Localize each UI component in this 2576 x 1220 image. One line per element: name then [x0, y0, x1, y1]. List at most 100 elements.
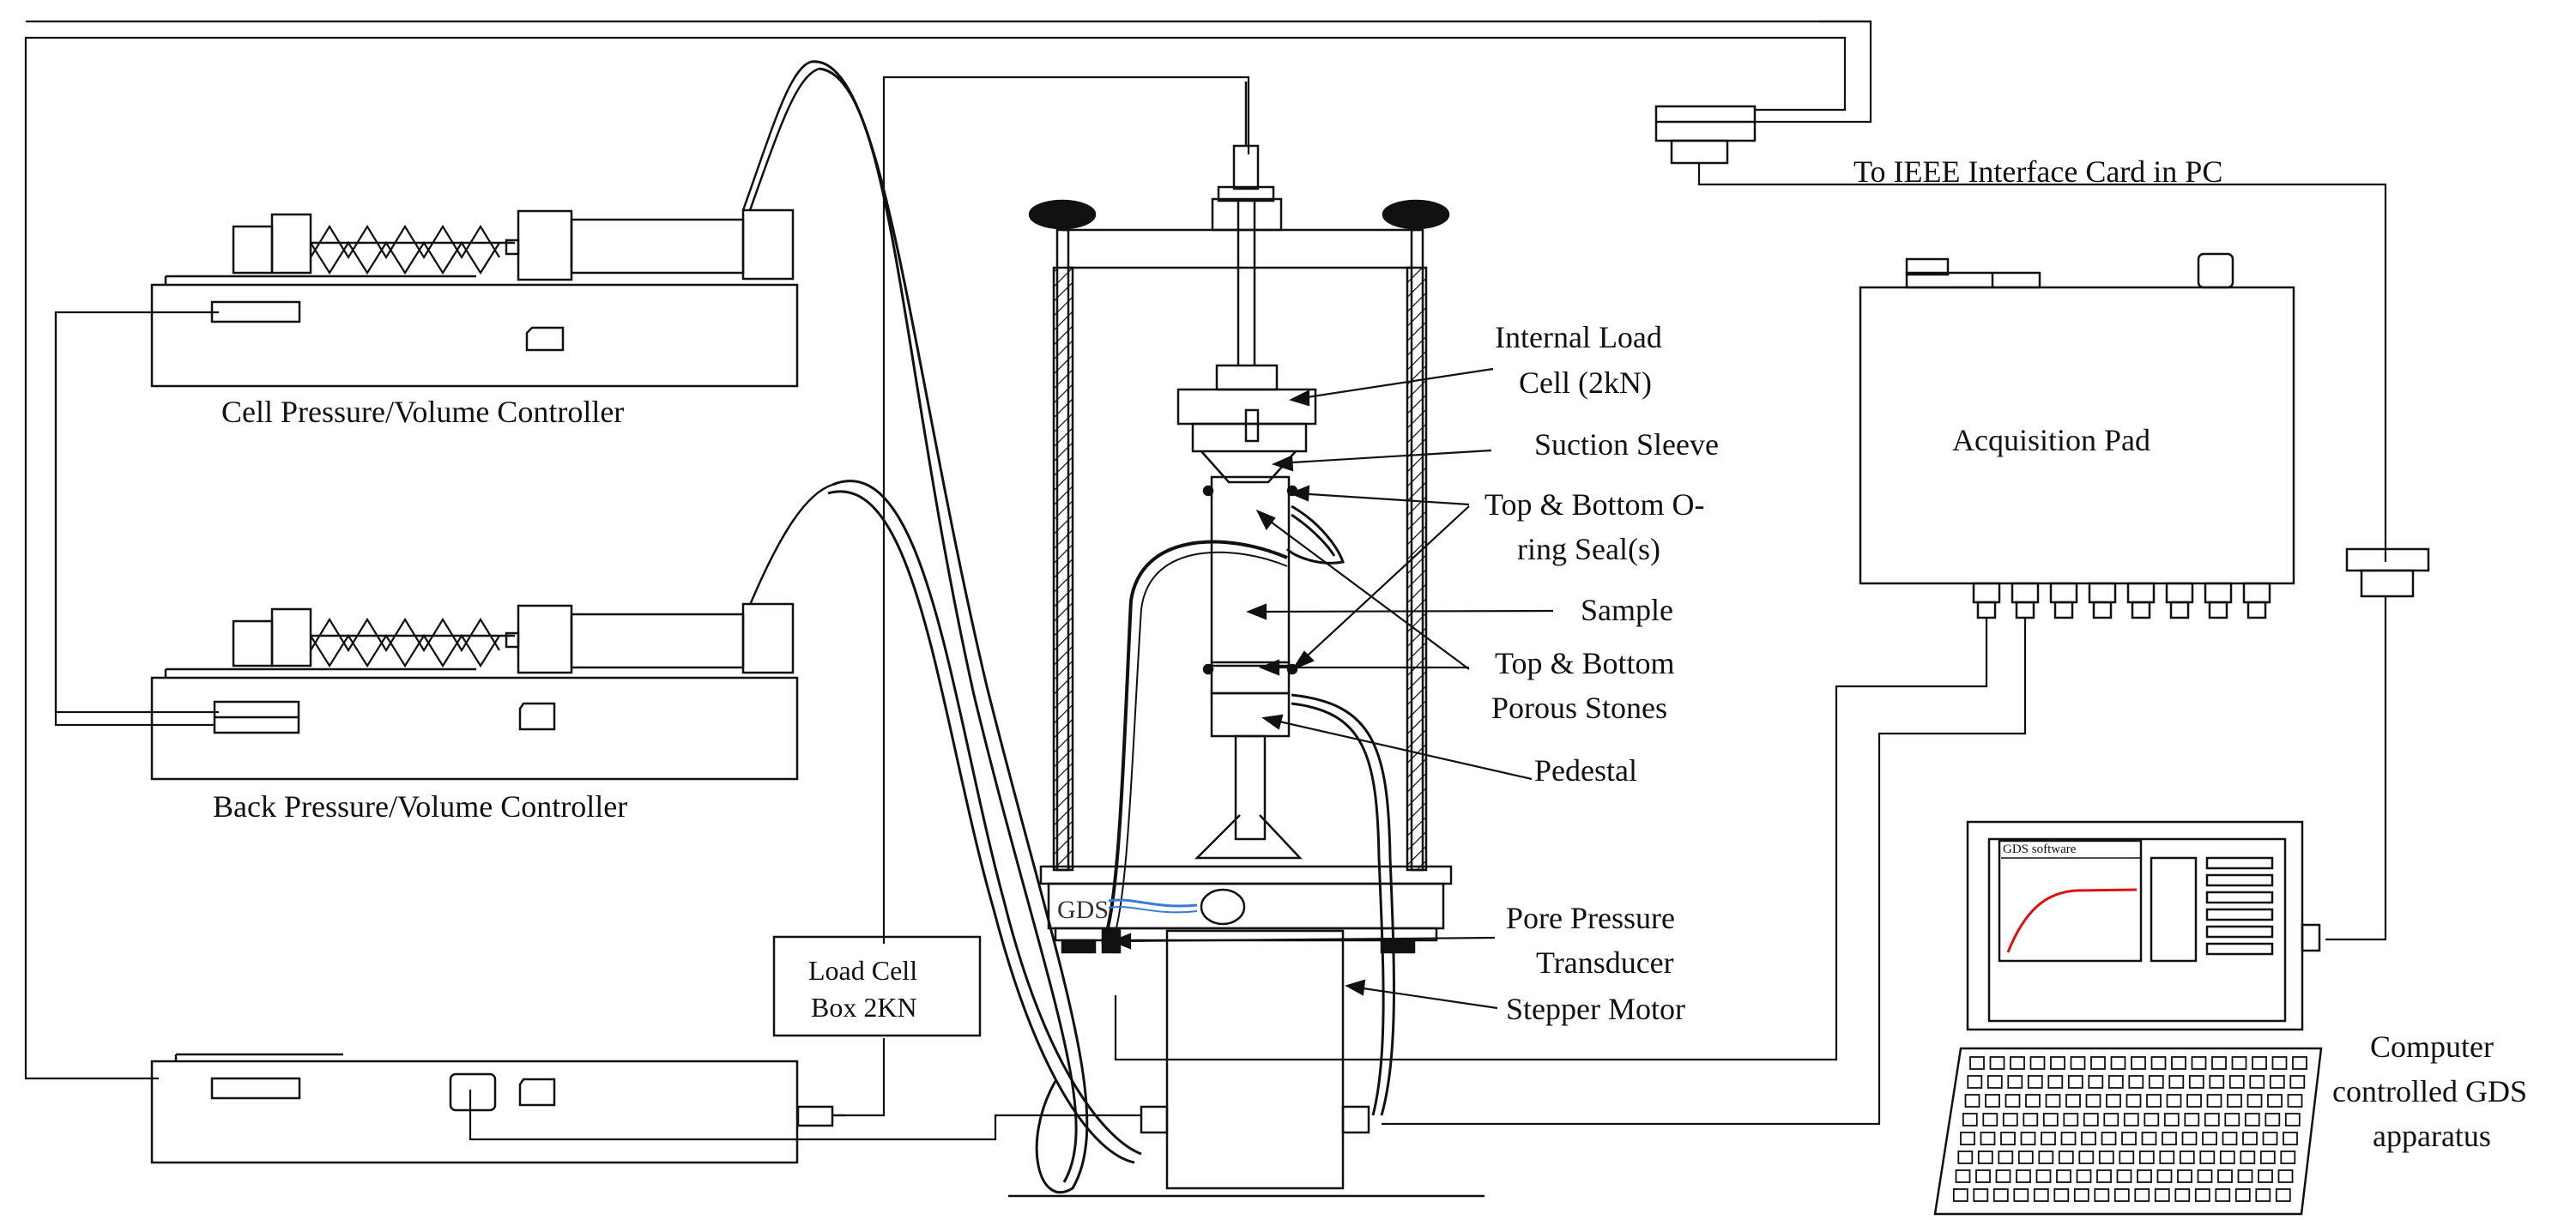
keyboard-key: [2096, 1169, 2112, 1183]
keyboard-key: [2224, 1113, 2240, 1126]
keyboard-key: [1992, 1188, 2009, 1202]
keyboard-key: [2269, 1075, 2285, 1089]
back-controller-label: Back Pressure/Volume Controller: [213, 789, 627, 824]
keyboard-key: [2137, 1169, 2152, 1183]
keyboard-key: [2056, 1169, 2071, 1183]
keyboard-key: [1975, 1169, 1991, 1183]
keyboard-key: [2222, 1132, 2238, 1145]
keyboard-key: [2002, 1113, 2018, 1126]
signal-wiring: [24, 20, 2387, 1141]
keyboard-key: [2070, 1056, 2086, 1070]
keyboard-key: [2134, 1188, 2150, 1202]
cell-controller-label: Cell Pressure/Volume Controller: [221, 395, 624, 429]
computer-line2: controlled GDS: [2332, 1074, 2527, 1108]
keyboard-key: [2265, 1113, 2281, 1126]
keyboard-key: [2085, 1094, 2101, 1108]
keyboard-key: [2171, 1056, 2186, 1070]
internal-load-cell-line2: Cell (2kN): [1519, 365, 1652, 400]
keyboard-key: [2258, 1169, 2273, 1183]
keyboard-key: [1977, 1151, 1993, 1164]
keyboard-key: [2126, 1094, 2142, 1108]
load-cell-box: Load Cell Box 2KN: [772, 935, 982, 1037]
keyboard-key: [2234, 1188, 2251, 1202]
keyboard-key: [2249, 1075, 2265, 1089]
load-cell-box-line1: Load Cell: [808, 955, 917, 986]
computer-line3: apparatus: [2373, 1119, 2491, 1153]
keyboard-key: [2141, 1132, 2157, 1145]
keyboard-key: [2073, 1188, 2089, 1202]
suction-sleeve-label: Suction Sleeve: [1534, 427, 1719, 462]
keyboard-key: [2090, 1056, 2106, 1070]
keyboard-key: [1998, 1151, 2014, 1164]
keyboard-key: [2038, 1151, 2054, 1164]
keyboard-key: [2148, 1075, 2164, 1089]
keyboard-key: [2284, 1113, 2301, 1126]
acquisition-pad-label: Acquisition Pad: [1952, 423, 2150, 457]
keyboard-key: [2094, 1188, 2110, 1202]
keyboard-key: [1964, 1094, 1980, 1108]
keyboard-key: [2035, 1169, 2052, 1183]
computer: GDS software: [1933, 820, 2323, 1216]
keyboard-key: [2246, 1094, 2263, 1108]
cell-pressure-controller: Cell Pressure/Volume Controller: [150, 60, 820, 429]
keyboard-key: [2045, 1094, 2061, 1108]
keyboard-key: [2033, 1188, 2049, 1202]
keyboard-key: [2144, 1113, 2160, 1126]
keyboard-key: [2262, 1132, 2278, 1145]
keyboard-key: [2287, 1094, 2303, 1108]
keyboard-key: [2206, 1094, 2222, 1108]
keyboard-key: [2159, 1151, 2175, 1164]
keyboard-key: [2179, 1151, 2195, 1164]
keyboard-key: [2252, 1056, 2267, 1070]
ieee-connector: To IEEE Interface Card in PC: [1654, 105, 2222, 189]
keyboard-key: [1960, 1132, 1975, 1145]
keyboard-key: [1989, 1056, 2005, 1070]
keyboard-key: [2197, 1169, 2213, 1183]
keyboard-key: [2106, 1094, 2121, 1108]
keyboard-key: [2010, 1056, 2025, 1070]
load-cell-box-line2: Box 2KN: [811, 992, 917, 1023]
triaxial-cell: GDS: [1008, 82, 1485, 1198]
gds-base-label: GDS: [1057, 896, 1109, 924]
keyboard-key: [2202, 1132, 2217, 1145]
keyboard-key: [1967, 1075, 1983, 1089]
keyboard-key: [2078, 1151, 2095, 1164]
keyboard-key: [2017, 1151, 2034, 1164]
internal-load-cell-line1: Internal Load: [1495, 320, 1662, 354]
keyboard-key: [2184, 1113, 2200, 1126]
keyboard-key: [2166, 1094, 2182, 1108]
keyboard-key: [2098, 1151, 2114, 1164]
keyboard-key: [2275, 1188, 2291, 1202]
keyboard-key: [2029, 1056, 2046, 1070]
keyboard-key: [2181, 1132, 2198, 1145]
keyboard-key: [2156, 1169, 2173, 1183]
keyboard-key: [2174, 1188, 2191, 1202]
computer-labels: Computer controlled GDS apparatus: [2332, 1030, 2527, 1153]
keyboard-key: [1995, 1169, 2011, 1183]
keyboard-key: [2138, 1151, 2155, 1164]
keyboard-key: [2083, 1113, 2099, 1126]
keyboard-key: [2042, 1113, 2059, 1126]
keyboard-key: [1985, 1094, 2000, 1108]
keyboard-key: [2231, 1056, 2247, 1070]
oring-line2: ring Seal(s): [1517, 532, 1660, 566]
keyboard-key: [2186, 1094, 2202, 1108]
keyboard-key: [2219, 1151, 2235, 1164]
porous-line2: Porous Stones: [1491, 691, 1667, 725]
keyboard-key: [2065, 1094, 2081, 1108]
keyboard-key: [2255, 1188, 2271, 1202]
keyboard-key: [2081, 1132, 2096, 1145]
keyboard-key: [2292, 1056, 2307, 1070]
keyboard-key: [2228, 1075, 2245, 1089]
keyboard-key: [2177, 1169, 2192, 1183]
keyboard-key: [2103, 1113, 2119, 1126]
keyboard-key: [2217, 1169, 2233, 1183]
keyboard-key: [2162, 1132, 2177, 1145]
keyboard-key: [2063, 1113, 2079, 1126]
keyboard-key: [2123, 1113, 2139, 1126]
keyboard-key: [2067, 1075, 2083, 1089]
keyboard-key: [2005, 1094, 2021, 1108]
keyboard-key: [2023, 1113, 2039, 1126]
keyboard-key: [2058, 1151, 2074, 1164]
